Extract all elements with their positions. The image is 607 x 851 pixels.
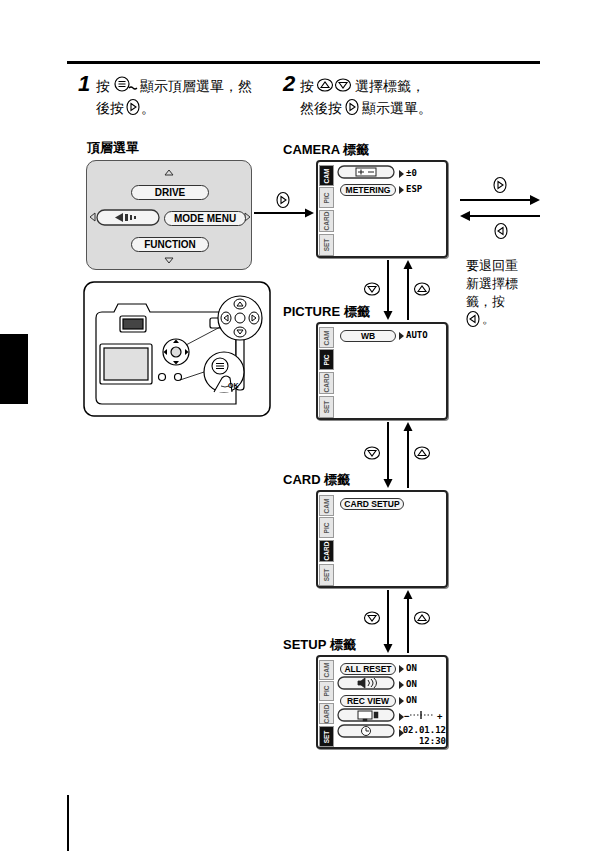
tab-label: PIC <box>323 686 331 697</box>
step-text: 選擇標籤， <box>355 78 425 94</box>
menu-item-text: WB <box>361 331 375 341</box>
arrow-head <box>404 260 413 269</box>
step-number: 2 <box>283 72 295 96</box>
tab-label: SET <box>323 239 331 252</box>
value-pointer <box>399 332 404 340</box>
arrow-line <box>254 212 306 214</box>
menu-item-text: DRIVE <box>155 187 186 198</box>
value-pointer <box>399 697 404 705</box>
arrow-head <box>305 209 314 218</box>
menu-item: METERING <box>340 184 396 196</box>
menu-item: WB <box>340 330 396 342</box>
menu-arrow <box>384 422 393 488</box>
step-text: 。 <box>141 100 155 116</box>
step-text: 按 <box>96 78 110 94</box>
menu-item-text: ALL RESET <box>344 664 391 674</box>
setting-value: ON <box>406 679 417 690</box>
arrow-head <box>404 422 413 431</box>
tab-screen: CAMERA 標籤METERINGCAMPICCARDSET±0ESP <box>316 160 448 258</box>
setting-value: ON <box>406 663 417 674</box>
tab-screen: PICTURE 標籤WBCAMPICCARDSETAUTO <box>316 322 448 420</box>
step-text: 然後按 <box>300 100 342 116</box>
menu-arrow <box>384 590 393 653</box>
menu-item: DRIVE <box>131 185 209 200</box>
tab-label: CAM <box>323 663 331 678</box>
tab-label: SET <box>323 401 331 414</box>
arrow-line <box>387 260 389 312</box>
screen-heading: 頂層選單 <box>87 140 139 156</box>
tab-screen: SETUP 標籤ALL RESETREC VIEWCAMPICCARDSETON… <box>316 655 448 749</box>
tab-label: CARD <box>323 212 331 231</box>
step-text: 顯示選單。 <box>362 100 432 116</box>
tab-label: CARD <box>323 542 331 561</box>
menu-arrow <box>384 260 393 320</box>
step-text: 顯示頂層選單，然 <box>140 78 252 94</box>
note-text: 。 <box>482 310 495 328</box>
tab-label: CARD <box>323 374 331 393</box>
menu-arrow <box>404 260 413 320</box>
setting-value: ±0 <box>406 168 417 179</box>
value-pointer <box>399 681 404 689</box>
arrow-line <box>407 598 409 653</box>
menu-item: FUNCTION <box>131 237 209 252</box>
tab-label: PIC <box>323 522 331 533</box>
tab-screen: CARD 標籤CARD SETUPCAMPICCARDSET <box>316 490 448 588</box>
time-value: 12:30 <box>396 736 446 747</box>
menu-item-text: FUNCTION <box>144 239 196 250</box>
arrow-head <box>404 590 413 599</box>
top-menu-screen: 頂層選單DRIVEMODE MENUFUNCTION <box>86 160 252 270</box>
menu-item-text: CARD SETUP <box>344 499 399 509</box>
setting-value: ON <box>406 695 417 706</box>
menu-item-text: MODE MENU <box>174 213 236 224</box>
menu-item: MODE MENU <box>164 211 246 226</box>
button-label: OK <box>228 382 239 390</box>
tab-label: PIC <box>323 354 331 365</box>
tab-label: PIC <box>323 192 331 203</box>
arrow-line <box>407 268 409 320</box>
note-text: 要退回重新選擇標籤，按 <box>466 257 522 311</box>
menu-item: CARD SETUP <box>340 498 404 510</box>
tab-label: CAM <box>323 168 331 183</box>
slider-end: − <box>404 711 409 722</box>
value-pointer <box>399 170 404 178</box>
menu-item-text: REC VIEW <box>347 696 389 706</box>
menu-arrow <box>404 590 413 653</box>
menu-arrow <box>404 422 413 488</box>
setting-value: AUTO <box>406 330 428 341</box>
setting-value: ESP <box>406 184 422 195</box>
slider-end: + <box>437 711 442 722</box>
step-number: 1 <box>78 72 90 96</box>
arrow-head <box>384 644 393 653</box>
arrow-line <box>387 590 389 645</box>
arrow-line <box>387 422 389 480</box>
arrow-line <box>407 430 409 488</box>
tab-label: SET <box>323 569 331 582</box>
menu-item: ALL RESET <box>340 663 396 675</box>
menu-arrow <box>254 209 314 218</box>
date-value: '02.01.12 <box>396 725 446 736</box>
tab-label: CAM <box>323 498 331 513</box>
tab-label: CARD <box>323 704 331 723</box>
value-pointer <box>399 665 404 673</box>
tab-label: SET <box>323 730 331 743</box>
screen-heading: CARD 標籤 <box>283 472 350 488</box>
tab-label: CAM <box>323 330 331 345</box>
screen-heading: SETUP 標籤 <box>283 637 356 653</box>
menu-item-text: METERING <box>346 185 391 195</box>
screen-heading: PICTURE 標籤 <box>283 304 370 320</box>
value-pointer <box>399 713 404 721</box>
arrow-head <box>384 311 393 320</box>
step-text: 後按 <box>96 100 124 116</box>
arrow-head <box>384 479 393 488</box>
value-pointer <box>399 186 404 194</box>
step-text: 按 <box>300 78 314 94</box>
screen-heading: CAMERA 標籤 <box>283 142 369 158</box>
menu-item: REC VIEW <box>340 695 396 707</box>
